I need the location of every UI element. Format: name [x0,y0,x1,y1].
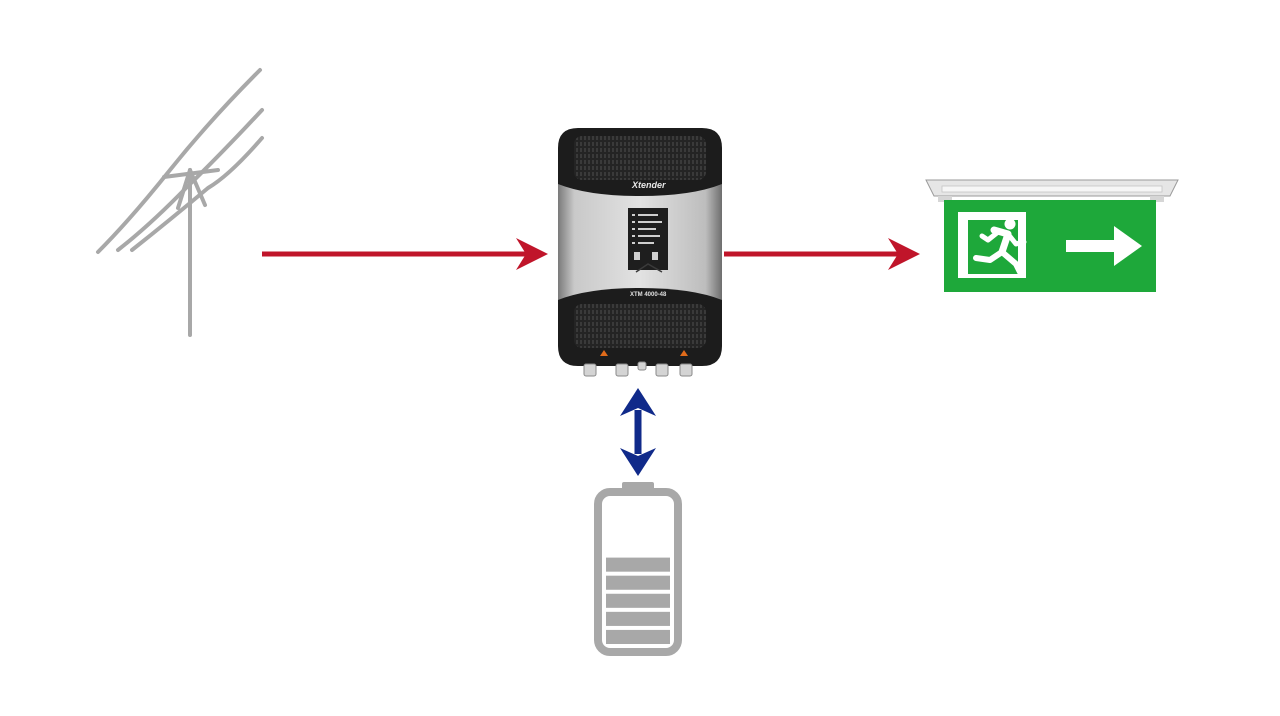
battery-charge-segment [606,629,670,644]
inverter-model-label: XTM 4000-48 [630,292,667,298]
inverter-charger-icon: Xtender XTM 4000-48 [558,128,722,377]
battery-icon [594,482,682,656]
power-pole-icon [96,68,264,337]
grid-to-inverter-arrow [262,238,548,270]
battery-charge-level [606,557,670,644]
battery-charge-segment [606,593,670,608]
inverter-to-load-arrow [724,238,920,270]
emergency-exit-sign-icon [925,179,1179,292]
inverter-battery-bidirectional-arrow [620,388,656,476]
battery-charge-segment [606,557,670,572]
battery-charge-segment [606,575,670,590]
battery-charge-segment [606,611,670,626]
inverter-brand-label: Xtender [631,180,666,190]
